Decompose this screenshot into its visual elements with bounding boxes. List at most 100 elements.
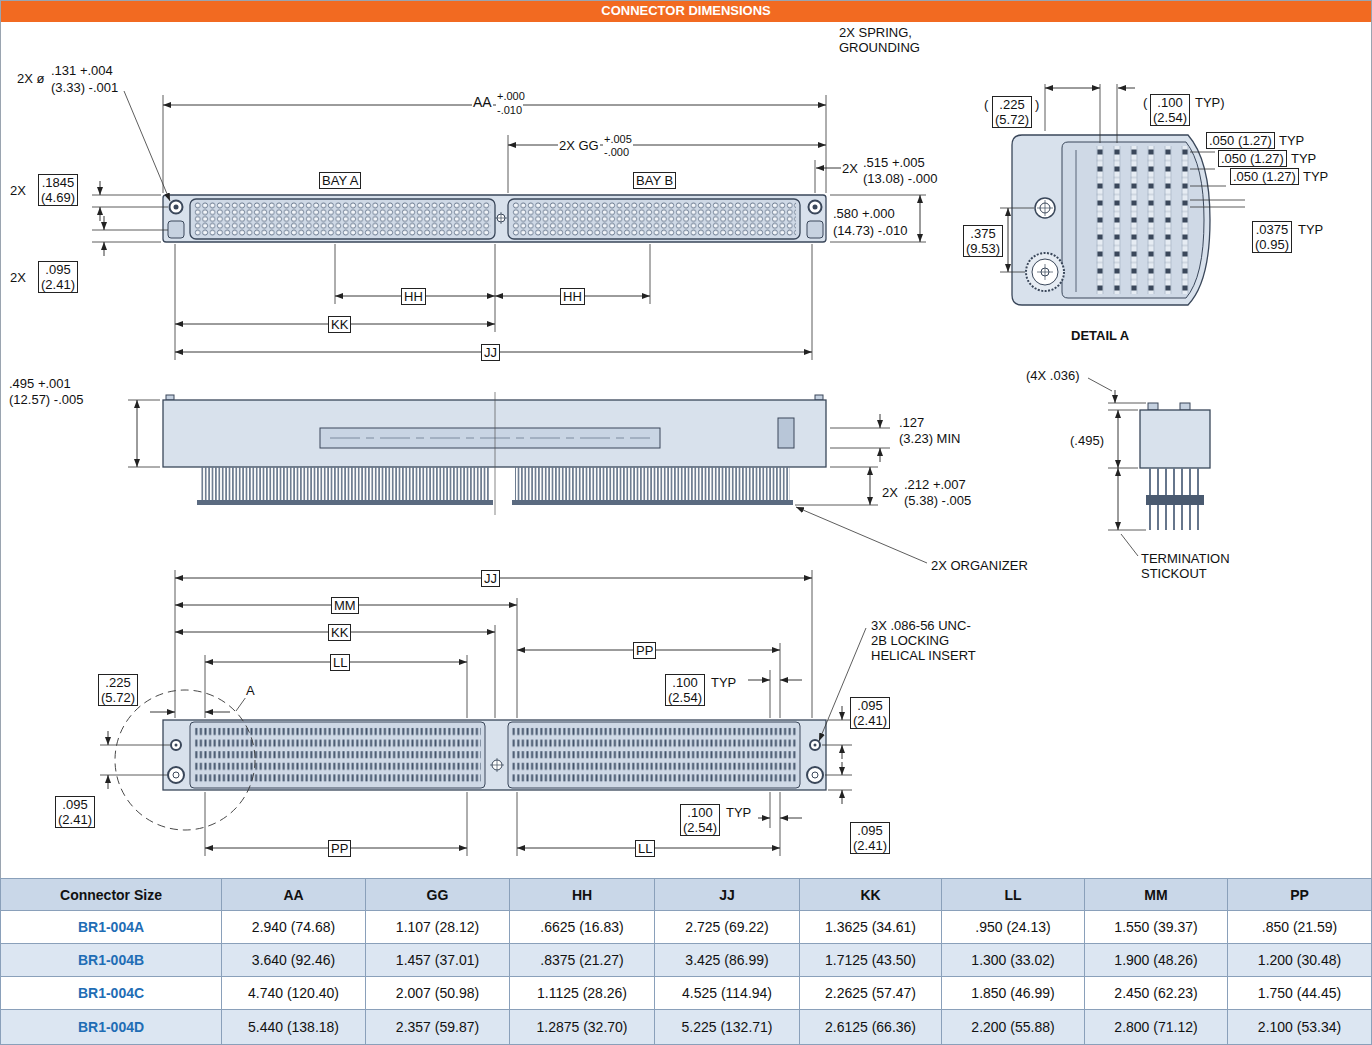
table-cell: 1.850 (46.99): [942, 977, 1085, 1010]
top-view-part: [807, 221, 823, 238]
dimension-box: KK: [328, 624, 351, 641]
top-dimensions-part: [104, 216, 105, 230]
dimension-box: .225 (5.72): [992, 96, 1032, 128]
table-cell: 1.200 (30.48): [1228, 944, 1372, 977]
end-view-part: [1115, 390, 1116, 403]
dimension-label: 2X: [9, 270, 27, 285]
detail-dimensions-part: [1190, 186, 1226, 187]
bottom-view-part: [168, 767, 184, 783]
bottom-view-part: [115, 690, 255, 830]
top-dimensions-part: [175, 244, 176, 360]
dimension-box: .100 (2.54): [680, 804, 720, 836]
side-dimensions-part: [830, 448, 890, 449]
dimension-box: BAY A: [319, 172, 361, 189]
dimension-box: HH: [401, 288, 426, 305]
detail-dimensions-part: [1190, 200, 1245, 201]
dimension-box: HH: [560, 288, 585, 305]
top-dimensions-part: [826, 95, 827, 193]
dimension-label: +.005: [603, 133, 633, 146]
dimension-label: .212 +.007: [903, 477, 967, 492]
dimension-box: .0375 (0.95): [1252, 221, 1292, 253]
table-cell: 1.550 (39.37): [1085, 911, 1228, 944]
dimension-label: (14.73) -.010: [832, 223, 908, 238]
bottom-view-part: [512, 726, 796, 784]
side-view-part: [200, 467, 490, 503]
dimension-label: TYP: [1302, 169, 1329, 184]
dimension-label: TYP: [1290, 151, 1317, 166]
bottom-dimensions-part: [770, 792, 771, 828]
table-cell: 3.640 (92.46): [222, 944, 366, 977]
detail-dimensions-part: [1100, 84, 1101, 143]
side-view-part: [495, 392, 496, 515]
table-cell: .8375 (21.27): [510, 944, 655, 977]
dimension-label: TYP: [725, 805, 752, 820]
end-view-part: [1148, 403, 1158, 410]
table-cell: PP: [1228, 878, 1372, 911]
end-view-part: [1146, 495, 1204, 505]
table-cell: 1.900 (48.26): [1085, 944, 1228, 977]
end-view-part: [1108, 468, 1138, 469]
dimension-label: .515 +.005: [862, 155, 926, 170]
bottom-dimensions-part: [842, 745, 843, 759]
dimension-label: 2X GG: [558, 138, 600, 153]
dimension-label: TYP: [1278, 133, 1305, 148]
top-dimensions-part: [163, 95, 164, 193]
top-view-part: [194, 202, 491, 236]
side-dimensions-part: [870, 467, 871, 505]
end-view: [1088, 378, 1210, 556]
table-cell: 2.007 (50.98): [366, 977, 510, 1010]
box-text: KK: [331, 625, 348, 640]
end-view-part: [1140, 410, 1210, 468]
side-dimensions-part: [830, 428, 890, 429]
bottom-dimensions-part: [467, 655, 468, 718]
table-cell: 2.200 (55.88): [942, 1010, 1085, 1045]
box-text: HH: [404, 289, 423, 304]
bottom-dimensions-part: [108, 731, 109, 745]
table-cell: LL: [942, 878, 1085, 911]
side-view: [163, 392, 826, 515]
table-cell: 2.450 (62.23): [1085, 977, 1228, 1010]
dimension-label: .580 +.000: [832, 206, 896, 221]
dimension-label: (3.23) MIN: [898, 431, 961, 446]
dimension-box: JJ: [481, 344, 500, 361]
bottom-dimensions-part: [205, 712, 230, 713]
table-cell: 1.7125 (43.50): [800, 944, 942, 977]
top-dimensions-part: [650, 244, 651, 304]
top-dimensions-part: [92, 207, 168, 208]
top-view-part: [170, 201, 183, 214]
side-view-part: [197, 500, 493, 505]
table-cell: 1.107 (28.12): [366, 911, 510, 944]
end-view-part: [1108, 530, 1146, 531]
table-cell: 2.940 (74.68): [222, 911, 366, 944]
dimension-box: .095 (2.41): [850, 697, 890, 729]
dimension-label: AA: [472, 94, 493, 110]
end-view-part: [1108, 403, 1146, 404]
table-cell: 5.225 (132.71): [655, 1010, 800, 1045]
top-dimensions-part: [830, 195, 926, 196]
detail-a-part: [1032, 259, 1058, 285]
bottom-dimensions-part: [205, 792, 206, 856]
detail-dimensions: [1000, 84, 1245, 272]
bottom-dimensions-part: [780, 643, 781, 718]
dimension-label: .127: [898, 415, 925, 430]
table-cell: 1.300 (33.02): [942, 944, 1085, 977]
bottom-dimensions-part: [517, 598, 518, 718]
dimension-label: 2X SPRING, GROUNDING: [838, 25, 935, 55]
dimension-box: .095 (2.41): [38, 261, 78, 293]
top-dimensions-part: [495, 244, 496, 332]
table-cell: Connector Size: [0, 878, 222, 911]
dimension-label: TYP): [1194, 95, 1226, 110]
side-dimensions-part: [128, 467, 160, 468]
box-text: .375 (9.53): [966, 226, 1000, 256]
dimension-label: TYP: [710, 675, 737, 690]
table-cell: 1.1125 (28.26): [510, 977, 655, 1010]
detail-a-part: [1026, 253, 1064, 291]
dimension-label: 2X: [841, 161, 859, 176]
bottom-view-part: [497, 758, 498, 772]
top-dimensions-part: [335, 244, 336, 304]
side-dimensions-part: [880, 448, 881, 462]
end-view-part: [1146, 468, 1204, 530]
side-view-part: [330, 438, 650, 439]
bottom-view-part: [190, 722, 485, 788]
